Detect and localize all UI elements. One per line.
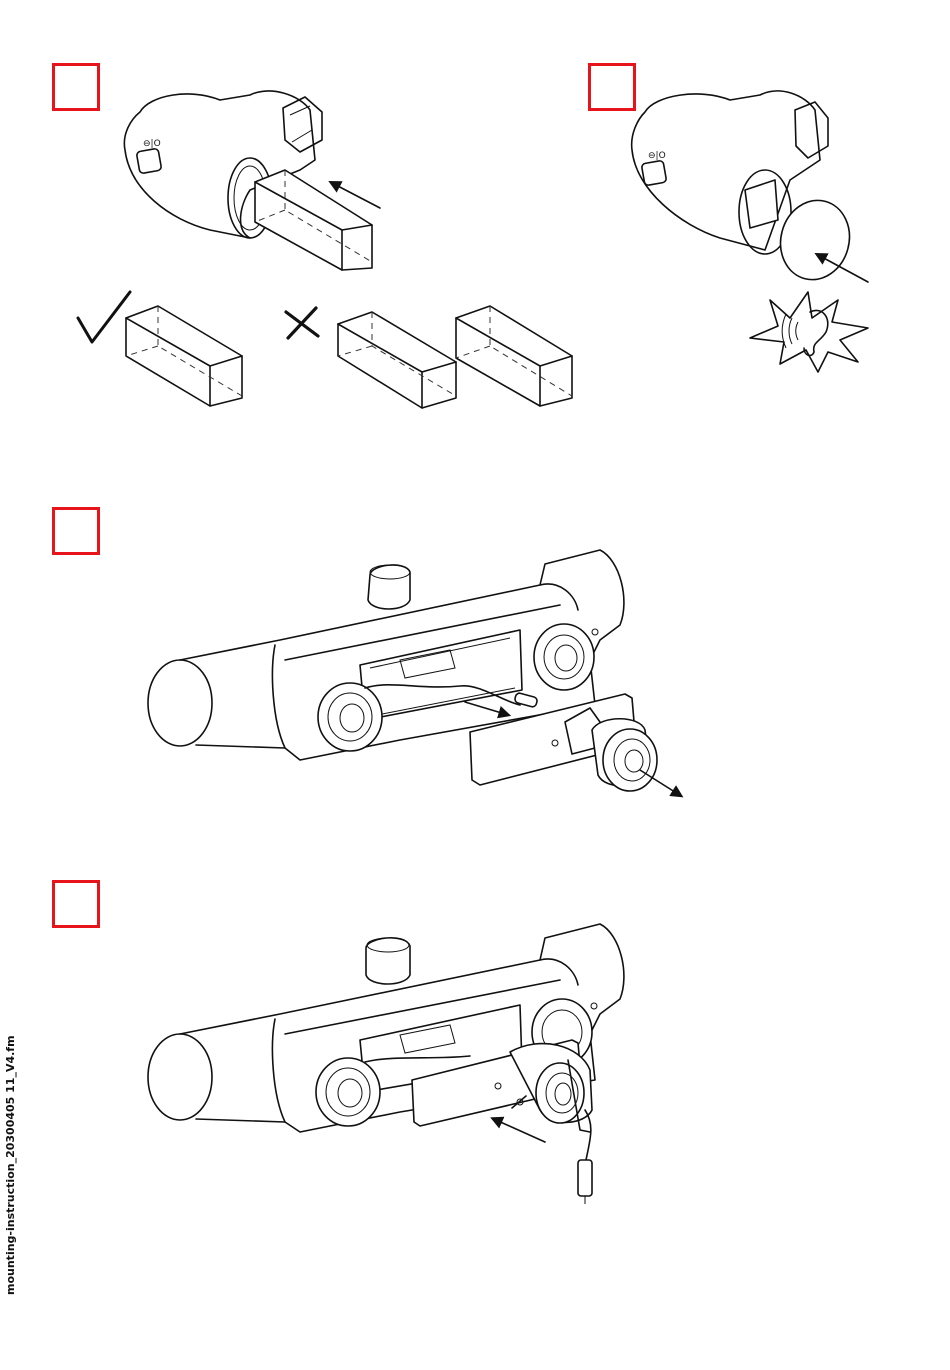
footer-filename: mounting-instruction_20300405 11_V4.fm: [4, 1035, 17, 1295]
svg-text:⊖|O: ⊖|O: [143, 139, 161, 149]
step-1-protection-block: [255, 170, 372, 270]
correct-block-icon: [126, 306, 242, 406]
cross-icon: [286, 308, 318, 338]
step-3-sensor-cartridge: [565, 708, 657, 791]
step-4-insert-arrow: [496, 1120, 545, 1142]
step-2-cap: [772, 193, 858, 288]
step-3-pull-arrow-1: [465, 702, 505, 714]
wrong-block-2-icon: [456, 306, 572, 406]
check-icon: [78, 292, 130, 342]
step-4-sensor-cartridge: [510, 1044, 592, 1204]
svg-text:⊖|O: ⊖|O: [648, 151, 666, 161]
wrong-block-1-icon: [338, 312, 456, 408]
ear-icon: [750, 292, 868, 372]
